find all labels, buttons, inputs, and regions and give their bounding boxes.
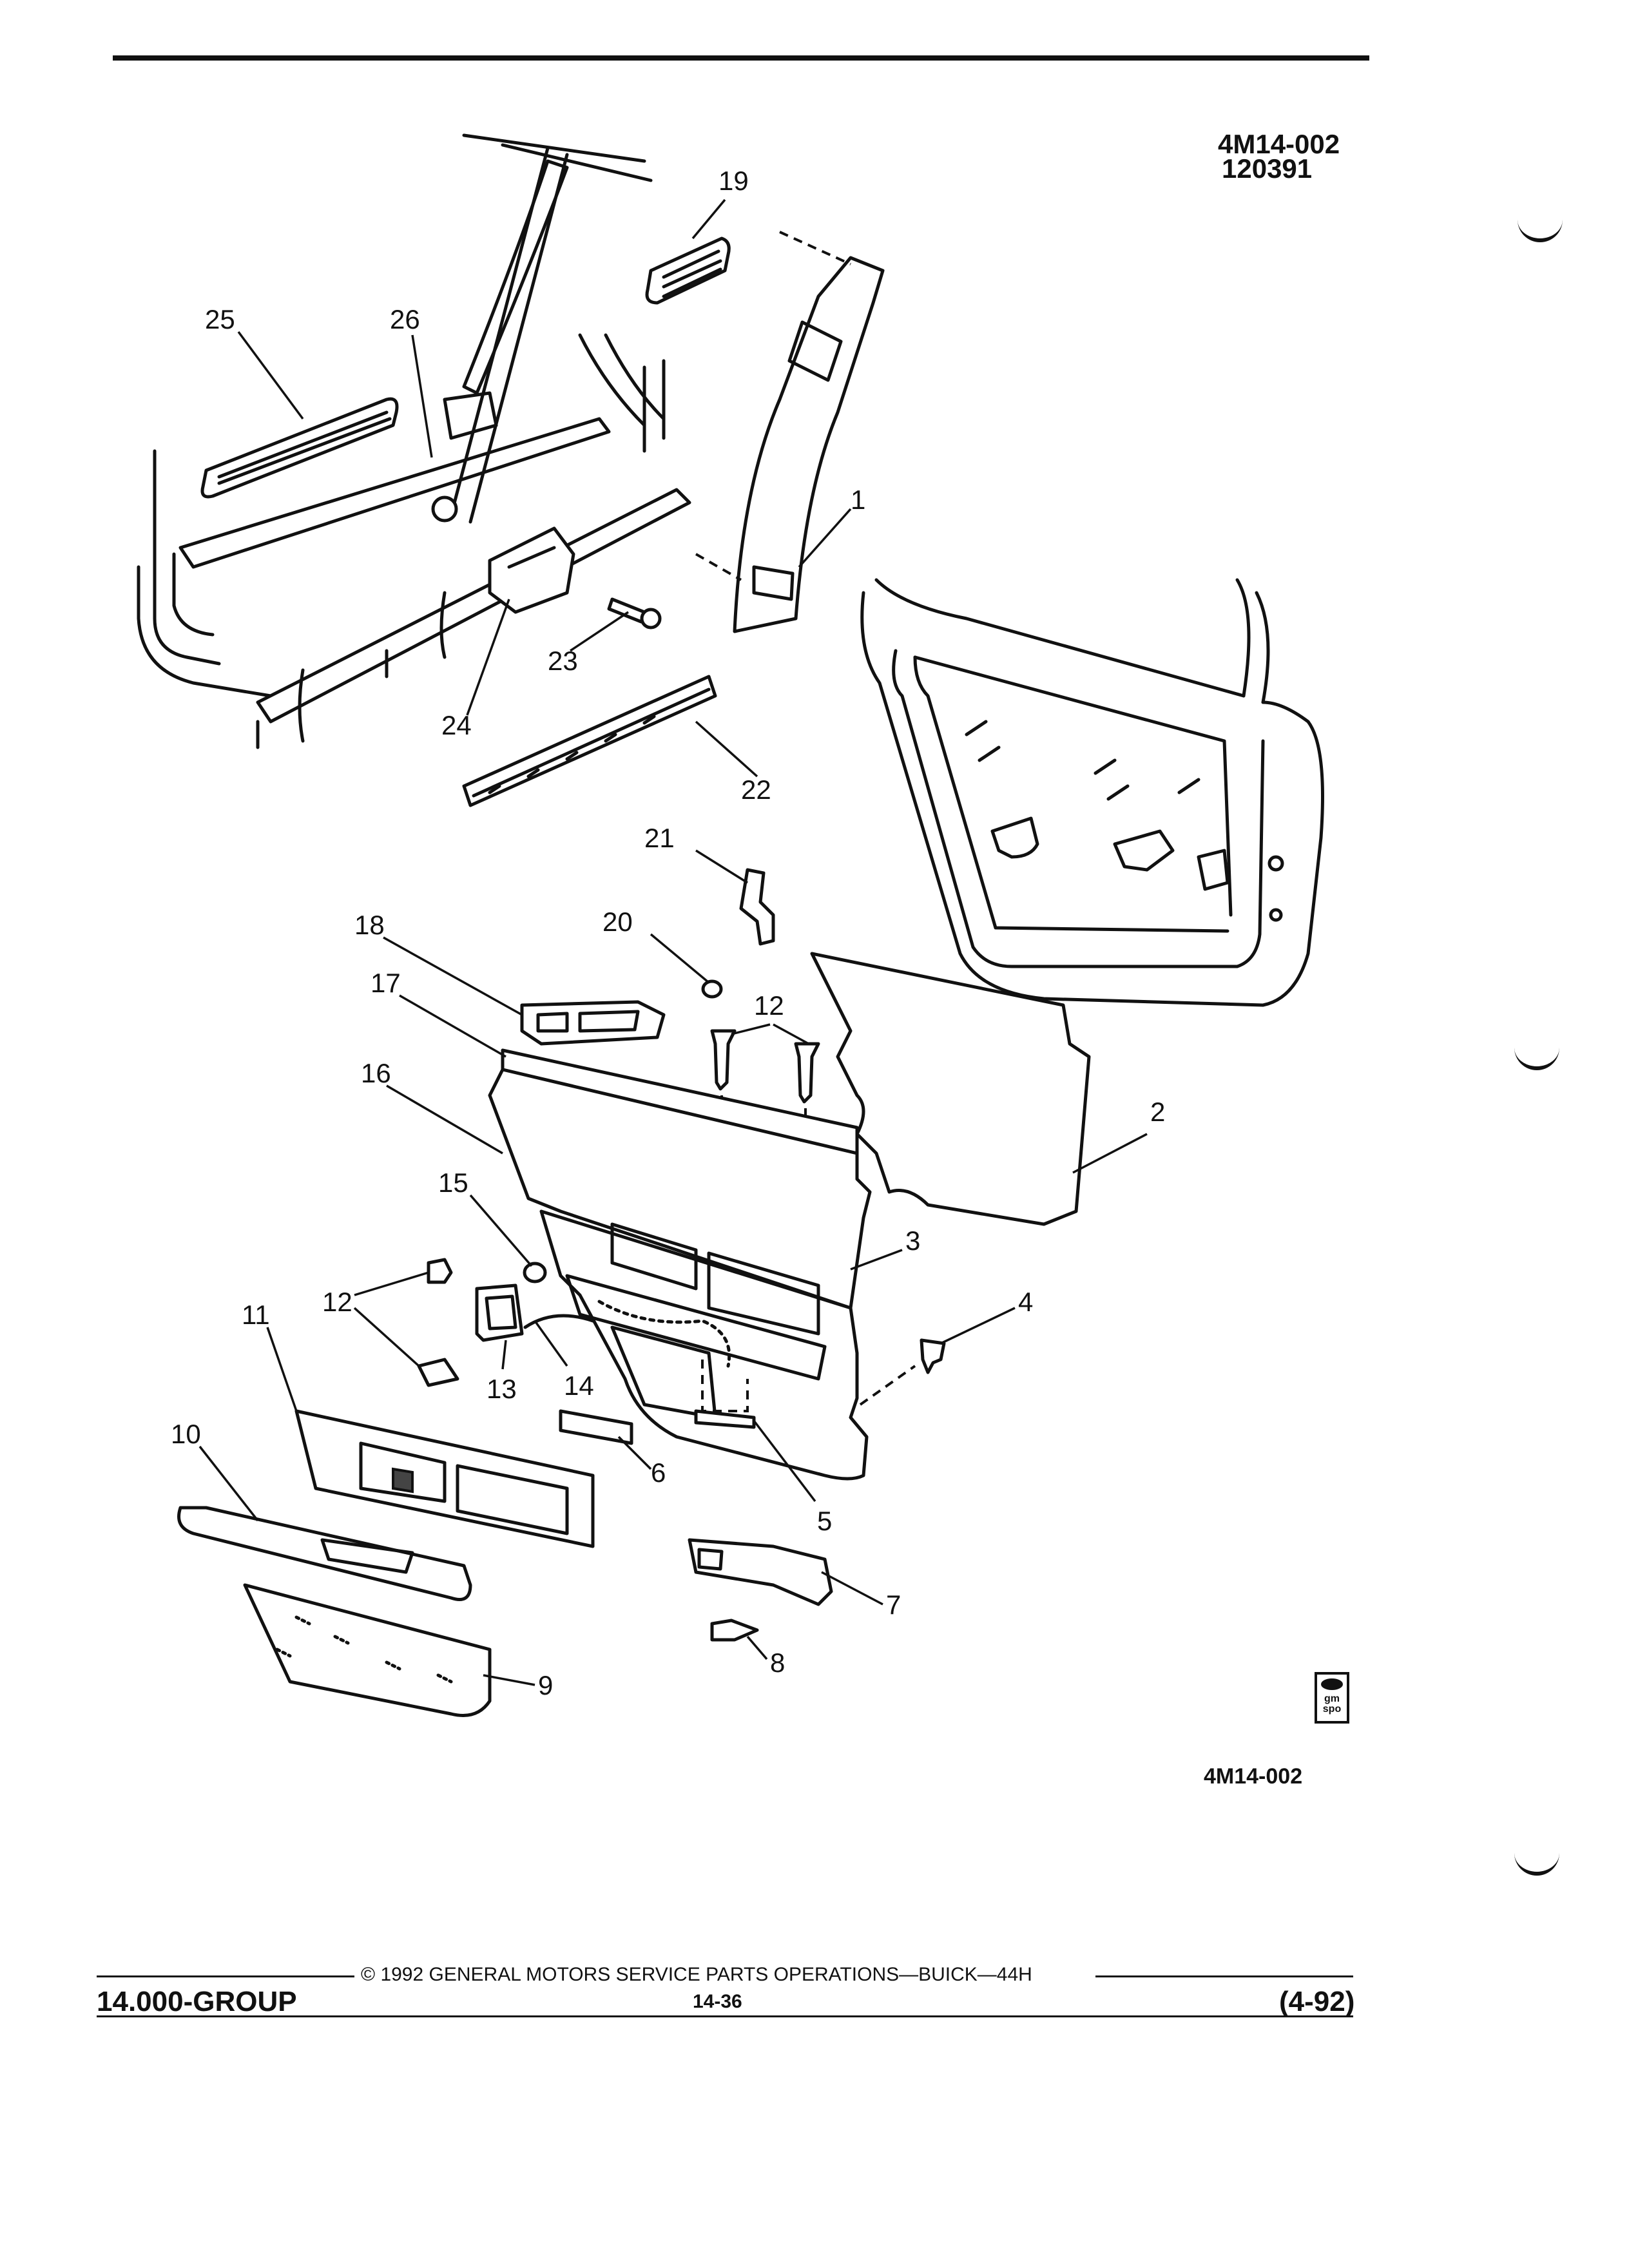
callout-24: 24 <box>441 710 472 740</box>
callout-12-lower: 12 <box>322 1287 352 1317</box>
part-12-screw-b <box>417 1358 459 1387</box>
callout-26: 26 <box>390 304 420 334</box>
part-22-weatherstrip <box>462 675 717 807</box>
part-9-lower-panel <box>243 1583 492 1717</box>
callout-18: 18 <box>354 910 385 940</box>
figure-date-code: 120391 <box>1222 153 1313 184</box>
callout-5: 5 <box>817 1506 832 1536</box>
footer-group: 14.000-GROUP <box>97 1986 297 2017</box>
footer-copyright: © 1992 GENERAL MOTORS SERVICE PARTS OPER… <box>361 1964 1032 1985</box>
callout-14: 14 <box>564 1370 594 1401</box>
callout-22: 22 <box>741 774 771 805</box>
part-7-pull-cup <box>688 1538 833 1606</box>
callout-9: 9 <box>538 1670 553 1700</box>
callout-11: 11 <box>242 1300 270 1330</box>
part-18-bezel <box>520 1000 666 1046</box>
part-2-water-deflector <box>810 952 1091 1226</box>
scan-mark <box>1514 1047 1559 1070</box>
part-14-wire <box>523 1314 595 1329</box>
callout-19: 19 <box>718 166 749 196</box>
callout-2: 2 <box>1150 1097 1165 1127</box>
callout-7: 7 <box>886 1590 901 1620</box>
part-12-screw-a <box>427 1258 453 1284</box>
callout-8: 8 <box>770 1648 785 1678</box>
callout-12-upper: 12 <box>754 990 784 1021</box>
part-20-washer <box>701 979 723 999</box>
callout-23: 23 <box>548 646 578 676</box>
callout-21: 21 <box>644 823 675 853</box>
part-8-screw <box>710 1619 759 1642</box>
callout-3: 3 <box>905 1225 920 1256</box>
top-rule <box>113 55 1369 61</box>
part-21-bracket <box>739 868 775 946</box>
figure-id-block: 4M14-002 120391 <box>1218 129 1340 184</box>
callout-13: 13 <box>487 1374 517 1404</box>
part-10-armrest <box>177 1506 472 1601</box>
logo-oval <box>1321 1678 1343 1690</box>
scan-mark <box>1518 219 1563 242</box>
footer-revision: (4-92) <box>1279 1986 1355 2017</box>
callout-25: 25 <box>205 304 235 334</box>
logo-text: gm spo <box>1322 1693 1342 1715</box>
callout-10: 10 <box>171 1419 201 1449</box>
callout-4: 4 <box>1018 1287 1033 1317</box>
footer-rule-right <box>1095 1975 1353 1977</box>
footer-page-number: 14-36 <box>693 1991 742 2012</box>
callout-labels: 1 2 3 4 5 6 7 8 9 10 11 12 13 14 15 16 1… <box>171 166 1165 1700</box>
door-shell <box>860 578 1324 1007</box>
callout-20: 20 <box>602 907 633 937</box>
callout-6: 6 <box>651 1457 666 1488</box>
part-1-pillar <box>733 256 885 633</box>
footer-rule-left <box>97 1975 354 1977</box>
figure-bottom-code: 4M14-002 <box>1204 1764 1303 1789</box>
gm-spo-logo: gm spo <box>1315 1672 1349 1724</box>
callout-16: 16 <box>361 1058 391 1088</box>
callout-15: 15 <box>438 1168 468 1198</box>
part-6-insulator <box>559 1409 633 1445</box>
part-15-washer <box>523 1262 547 1283</box>
figure-id: 4M14-002 <box>1218 129 1340 159</box>
leader-lines <box>198 198 1148 1686</box>
part-3-trim-panel <box>539 1209 869 1481</box>
callout-1: 1 <box>851 485 865 515</box>
part-16-upper-panel <box>488 1068 872 1310</box>
scan-mark <box>1514 1852 1559 1876</box>
door-opening-assembly <box>137 133 691 749</box>
callout-17: 17 <box>371 968 401 998</box>
part-4-clip <box>920 1338 946 1374</box>
footer-rule-bottom <box>97 2015 1353 2017</box>
